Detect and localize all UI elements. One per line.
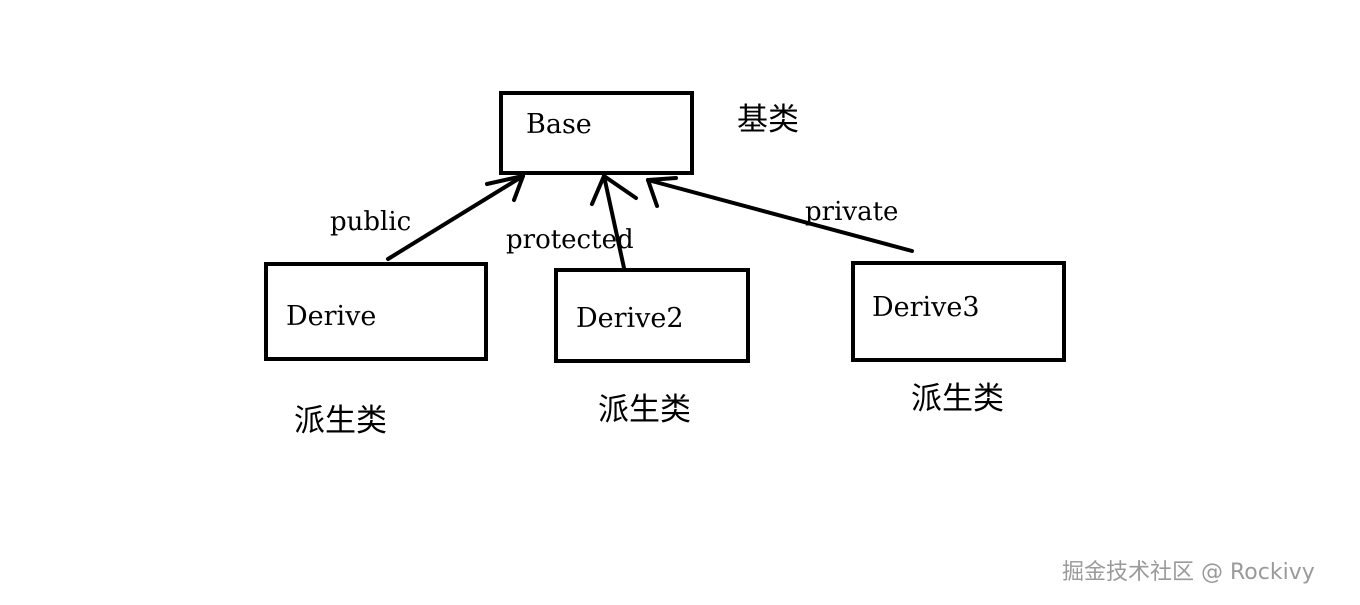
arrow-protected-shaft [602,174,626,270]
arrow-private-head-top [646,176,678,182]
arrow-private-shaft [646,178,914,253]
arrow-protected [590,174,638,270]
arrow-public-shaft [386,174,525,261]
arrow-public [386,174,525,261]
arrow-protected-head-left [590,174,606,206]
arrow-private-head-bottom [646,178,659,208]
derive-class-label: Derive [286,301,377,332]
base-class-caption: 基类 [737,102,799,138]
watermark: 掘金技术社区 @ Rockivy [1062,560,1315,585]
derive-class-caption: 派生类 [294,403,387,439]
derive3-class-box [851,261,1066,362]
derive3-class-label: Derive3 [872,292,980,323]
arrow-public-head-right [512,174,525,202]
edge-label-private: private [805,197,899,227]
derive3-class-caption: 派生类 [911,381,1004,417]
arrow-protected-head-right [602,174,638,200]
derive2-class-box [554,268,750,363]
arrow-public-head-left [485,174,525,186]
base-class-label: Base [526,109,592,140]
arrow-private [646,176,914,253]
edge-label-public: public [330,207,412,237]
edge-label-protected: protected [506,225,634,255]
derive2-class-caption: 派生类 [598,392,691,428]
base-class-box [499,91,694,175]
derive2-class-label: Derive2 [576,303,684,334]
derive-class-box [264,262,488,361]
